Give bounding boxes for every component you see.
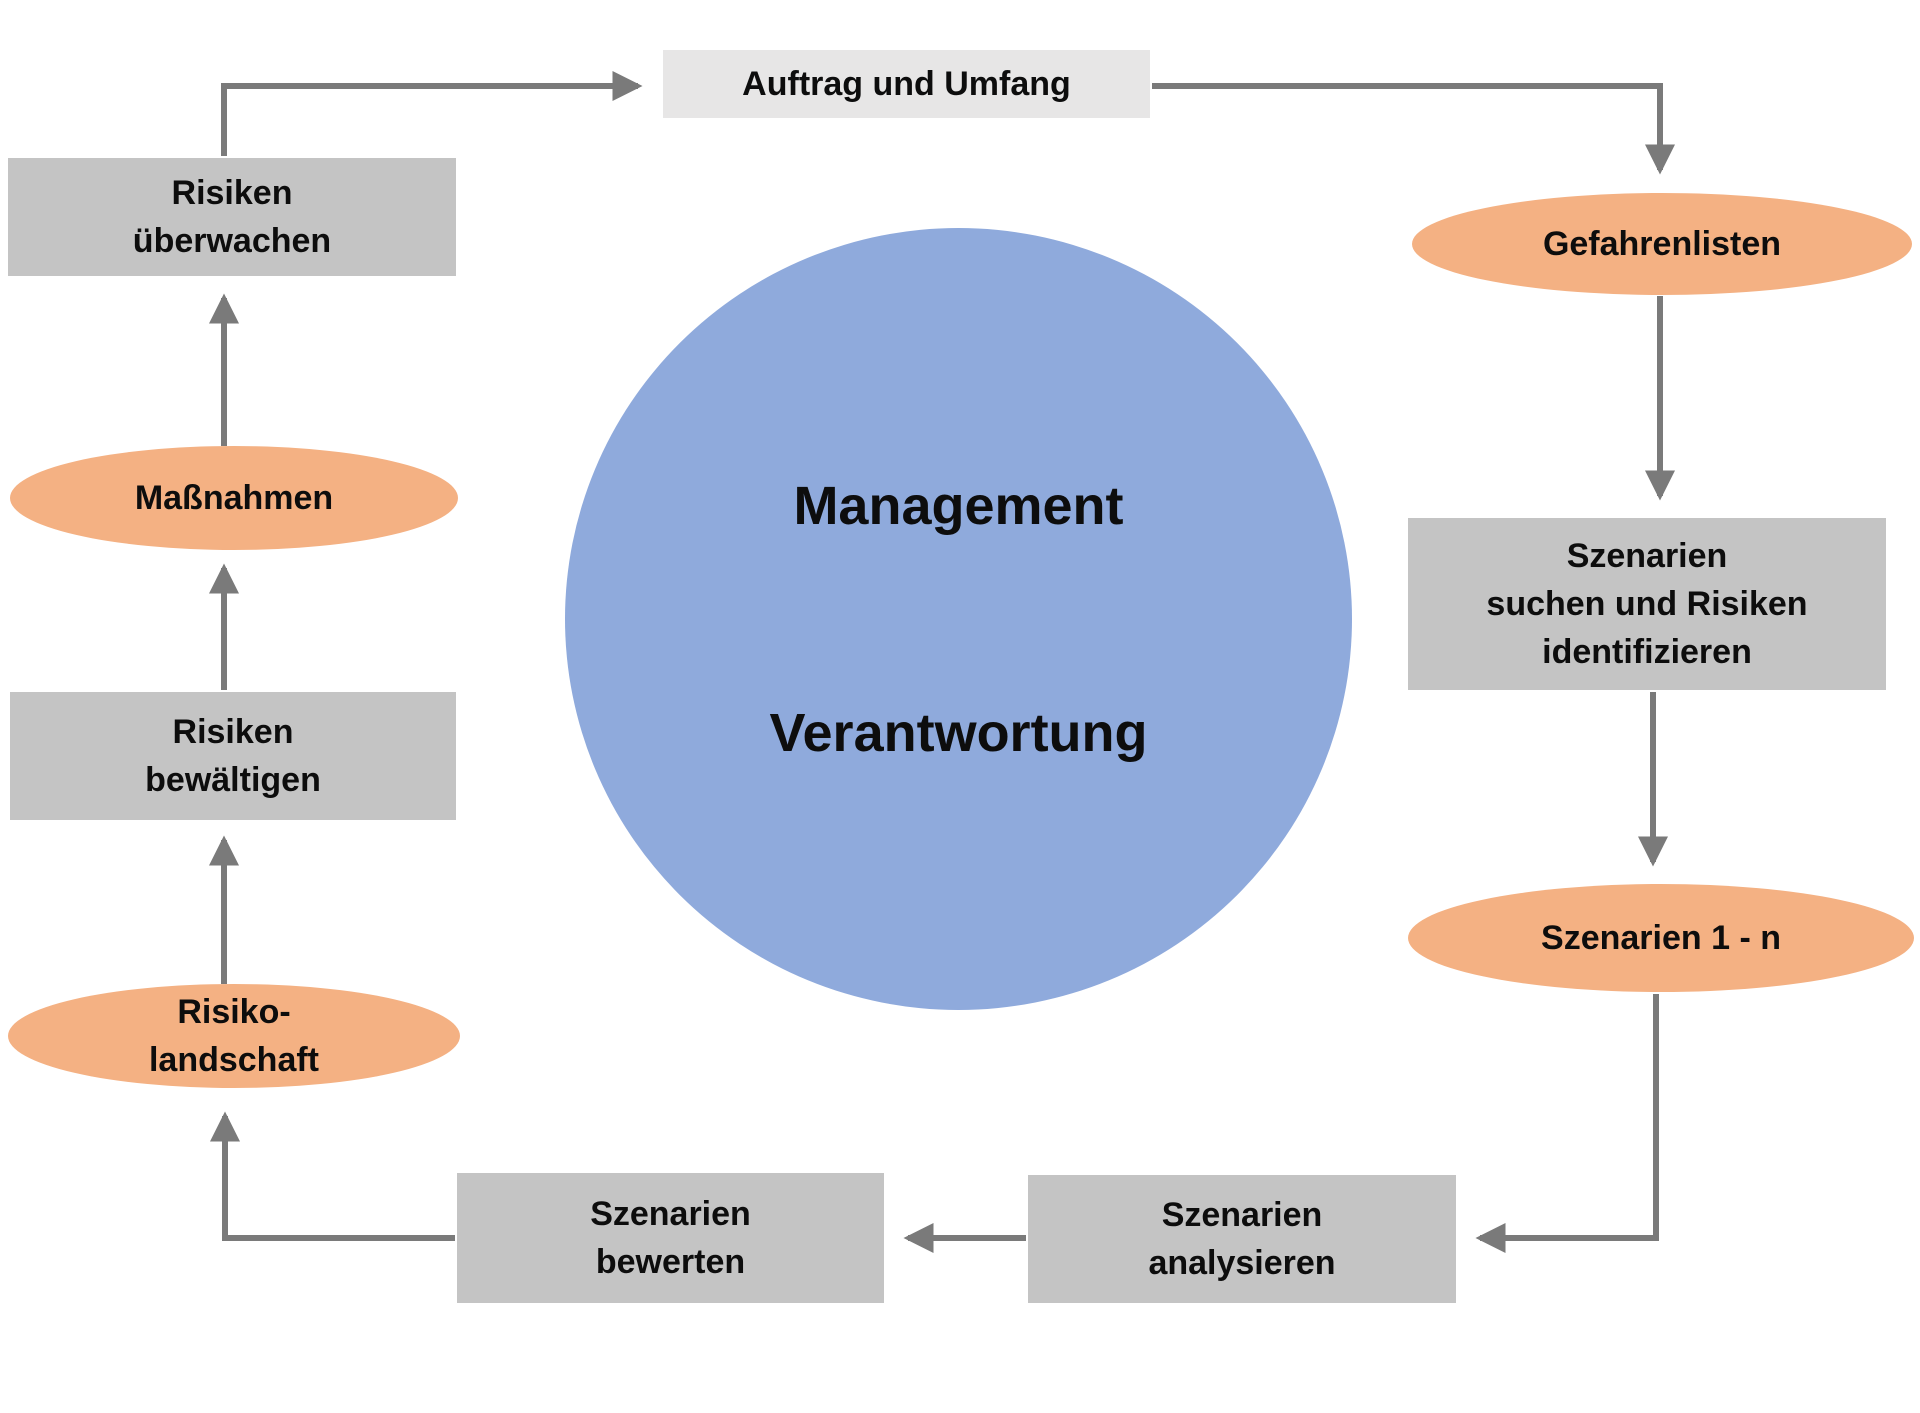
arrow-bewerten-to-risikolandschaft xyxy=(210,1111,455,1241)
node-gefahrenlisten: Gefahrenlisten xyxy=(1412,193,1912,295)
node-auftrag-und-umfang: Auftrag und Umfang xyxy=(663,50,1150,118)
arrow-szenarien-1n-to-analysieren xyxy=(1475,994,1659,1253)
center-circle-management-verantwortung: Management Verantwortung xyxy=(565,228,1352,1010)
arrow-auftrag-to-gefahrenlisten xyxy=(1152,83,1675,175)
node-massnahmen: Maßnahmen xyxy=(10,446,458,550)
node-risiken-ueberwachen: Risiken überwachen xyxy=(8,158,456,276)
node-szenarien-analysieren: Szenarien analysieren xyxy=(1028,1175,1456,1303)
arrow-ueberwachen-to-auftrag xyxy=(221,71,643,156)
center-label-verantwortung: Verantwortung xyxy=(769,702,1148,763)
node-szenarien-bewerten: Szenarien bewerten xyxy=(457,1173,884,1303)
node-risiken-bewaeltigen: Risiken bewältigen xyxy=(10,692,456,820)
node-szenarien-suchen-und-risiken-identifizieren: Szenarien suchen und Risiken identifizie… xyxy=(1408,518,1886,690)
center-label-management: Management xyxy=(793,475,1124,536)
node-szenarien-1-n: Szenarien 1 - n xyxy=(1408,884,1914,992)
node-risikolandschaft: Risiko- landschaft xyxy=(8,984,460,1088)
